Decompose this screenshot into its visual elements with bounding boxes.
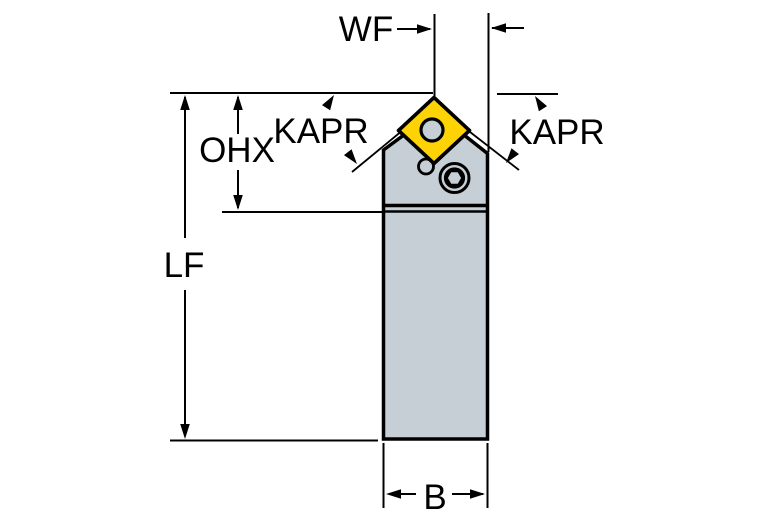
lf-arrow-up bbox=[180, 95, 190, 110]
wf-arrow-left bbox=[491, 23, 506, 33]
arrowheads bbox=[180, 23, 548, 499]
label-lf: LF bbox=[164, 246, 205, 285]
kapr-left-arrow-top bbox=[321, 95, 334, 111]
pin-circle bbox=[417, 157, 435, 176]
b-arrow-left bbox=[386, 489, 401, 499]
kapr-left-arrow-bottom bbox=[343, 149, 357, 164]
label-wf: WF bbox=[339, 10, 393, 49]
kapr-edge-extension-left bbox=[351, 129, 404, 173]
label-b: B bbox=[423, 478, 446, 517]
hex-socket-icon bbox=[445, 169, 464, 187]
dimension-lines bbox=[170, 13, 558, 508]
ohx-arrow-down bbox=[233, 195, 243, 210]
label-kapr-right: KAPR bbox=[509, 113, 604, 152]
kapr-right-arrow-top bbox=[535, 96, 548, 112]
ohx-arrow-up bbox=[233, 95, 243, 110]
kapr-edge-extension-right bbox=[469, 131, 520, 171]
label-kapr-left: KAPR bbox=[273, 112, 368, 151]
insert-hole bbox=[419, 117, 445, 143]
b-arrow-right bbox=[470, 489, 485, 499]
wf-arrow-right bbox=[417, 24, 432, 34]
dimension-labels: WF OHX KAPR KAPR LF B bbox=[164, 10, 605, 517]
lf-arrow-down bbox=[180, 424, 190, 439]
tool-body bbox=[381, 95, 490, 441]
kapr-right-arrow-bottom bbox=[506, 148, 520, 163]
label-ohx: OHX bbox=[199, 131, 275, 170]
